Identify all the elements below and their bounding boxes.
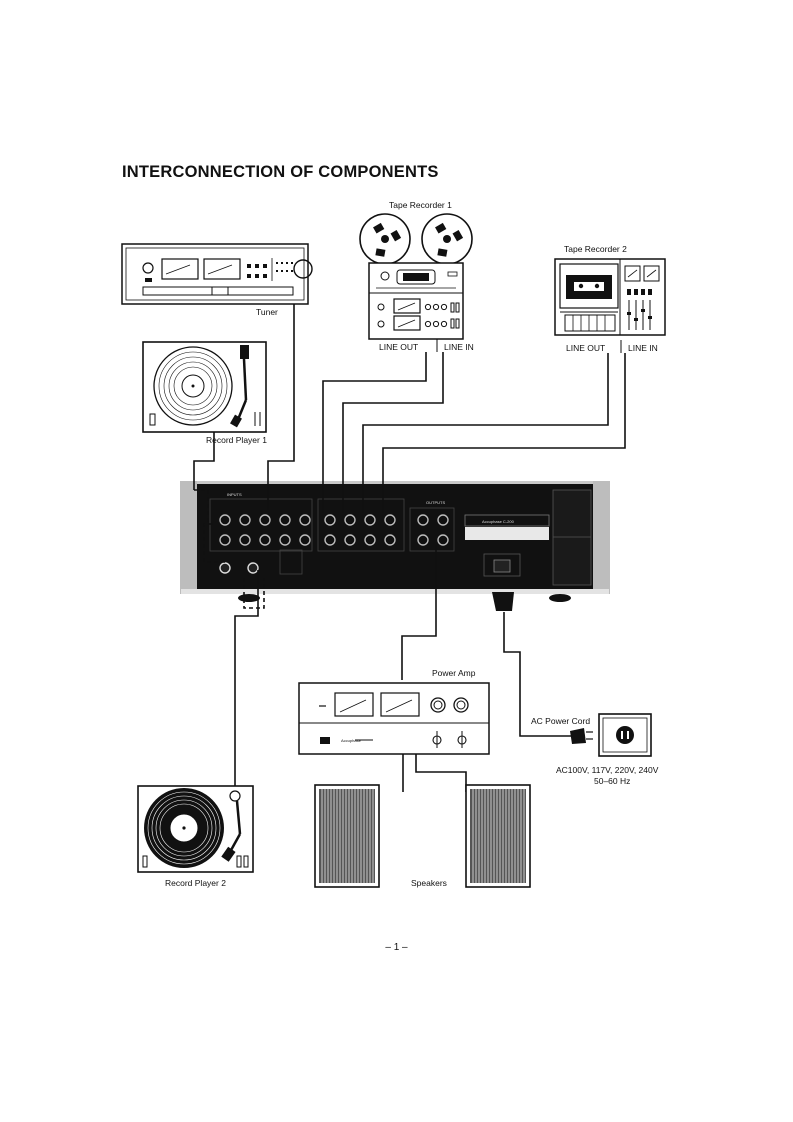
ac-voltage-label: AC100V, 117V, 220V, 240V bbox=[556, 765, 659, 775]
power-amp-label: Power Amp bbox=[432, 668, 476, 678]
ac-power-cord-label: AC Power Cord bbox=[531, 716, 590, 726]
speaker-right bbox=[465, 784, 531, 888]
outputs-heading: OUTPUTS bbox=[426, 500, 445, 505]
tape-recorder-2-label: Tape Recorder 2 bbox=[564, 244, 627, 254]
page-number: – 1 – bbox=[385, 942, 408, 953]
tuner bbox=[121, 243, 313, 305]
brand-plate: Accuphase C-200 bbox=[482, 519, 515, 524]
inputs-heading: INPUTS bbox=[227, 492, 242, 497]
tape-recorder-1-line-out: LINE OUT bbox=[379, 342, 418, 352]
ac-inlet-connector bbox=[492, 592, 514, 611]
tuner-label: Tuner bbox=[256, 307, 278, 317]
preamplifier-rear-panel: Accuphase C-200 INPUTS OUTPUTS bbox=[180, 481, 610, 602]
connection-cables bbox=[193, 304, 626, 792]
wall-outlet bbox=[598, 713, 652, 757]
tape-recorder-2-line-in: LINE IN bbox=[628, 343, 658, 353]
ac-frequency-label: 50–60 Hz bbox=[594, 776, 630, 786]
record-player-2-label: Record Player 2 bbox=[165, 878, 226, 888]
ac-plug bbox=[570, 728, 593, 744]
tape-recorder-1-label: Tape Recorder 1 bbox=[389, 200, 452, 210]
record-player-1-label: Record Player 1 bbox=[206, 435, 267, 445]
record-player-1 bbox=[142, 341, 267, 433]
tape-recorder-2 bbox=[554, 258, 666, 336]
tape-recorder-2-line-out: LINE OUT bbox=[566, 343, 605, 353]
tape-recorder-1-line-in: LINE IN bbox=[444, 342, 474, 352]
tape-recorder-1 bbox=[359, 213, 473, 340]
page-title: INTERCONNECTION OF COMPONENTS bbox=[122, 163, 439, 181]
record-player-2 bbox=[137, 785, 254, 873]
power-amp: Accuphase bbox=[298, 682, 490, 755]
speakers-label: Speakers bbox=[411, 878, 447, 888]
speaker-left bbox=[314, 784, 380, 888]
svg-text:Accuphase: Accuphase bbox=[341, 738, 362, 743]
